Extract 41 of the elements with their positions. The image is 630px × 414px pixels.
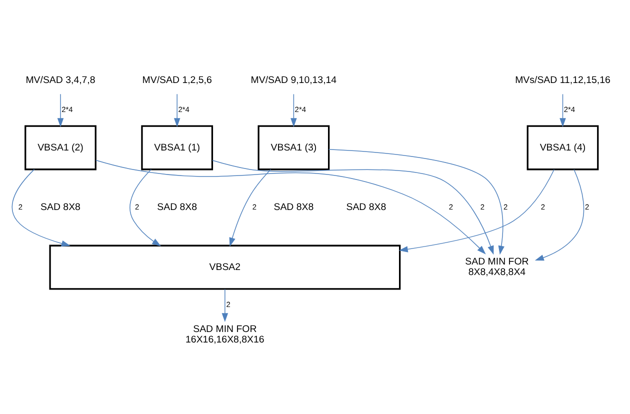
arrow [534, 168, 584, 260]
label: SAD 8X8 [346, 202, 386, 213]
label: SAD 8X8 [40, 202, 80, 213]
node-text: MV/SAD 1,2,5,6 [142, 74, 212, 86]
label: SAD 8X8 [157, 202, 198, 213]
arrow [229, 168, 272, 246]
edge-label: 2 [480, 202, 484, 211]
edge-label: 2 [448, 202, 454, 211]
edge-label: 2 [252, 202, 257, 211]
node-text: MVs/SAD 11,12,15,16 [515, 74, 610, 86]
arrow [222, 288, 228, 322]
edge-label: 2 [503, 202, 508, 211]
edge-label: 2 [540, 202, 546, 211]
arrow [130, 168, 162, 246]
edge-label: 2*4 [62, 104, 73, 114]
edge-label: 2 [18, 202, 23, 211]
node-box: VBSA1 (3) [258, 124, 330, 170]
edge-label: 2*4 [564, 104, 576, 114]
node-text: SAD MIN FOR 8X8,4X8,8X4 [465, 256, 529, 278]
edge-label: 2*4 [178, 104, 190, 114]
edge-label: 2*4 [294, 104, 306, 114]
node-box: VBSA1 (4) [526, 124, 599, 170]
arrow [212, 159, 494, 254]
node-text: MV/SAD 3,4,7,8 [26, 74, 96, 86]
arrow [560, 93, 566, 127]
arrow [96, 159, 486, 254]
node-box: VBSA1 (2) [24, 124, 96, 170]
edge-label: 2 [584, 202, 590, 211]
arrow [12, 168, 70, 246]
edge-label: 2 [226, 299, 230, 308]
arrow [290, 93, 297, 127]
node-text: SAD MIN FOR 16X16,16X8,8X16 [186, 323, 264, 345]
label: SAD 8X8 [274, 202, 314, 213]
node-box: VBSA2 [49, 244, 401, 290]
node-box: VBSA1 (1) [141, 124, 214, 170]
arrow [398, 168, 555, 252]
arrow [57, 93, 64, 127]
arrow [174, 93, 180, 127]
edge-label: 2 [135, 202, 140, 211]
node-text: MV/SAD 9,10,13,14 [250, 74, 337, 86]
arrow [328, 148, 504, 254]
